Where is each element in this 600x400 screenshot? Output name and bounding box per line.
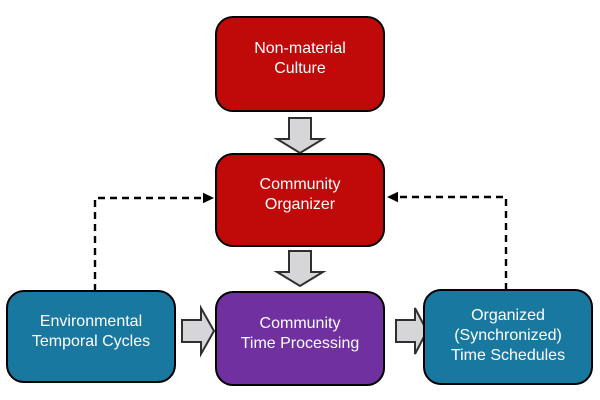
- node-label: Non-material Culture: [254, 40, 346, 77]
- node-label: Organized (Synchronized) Time Schedules: [450, 307, 566, 364]
- right-block-arrow-processing-to-schedules: [395, 307, 429, 355]
- node-environmental-temporal-cycles: Environmental Temporal Cycles: [6, 290, 176, 383]
- down-block-arrow-culture-to-organizer: [273, 117, 327, 155]
- node-label: Community Organizer: [259, 176, 341, 213]
- dashed-arrow-schedules-to-organizer: [387, 191, 508, 290]
- node-community-time-processing: Community Time Processing: [215, 291, 385, 386]
- dashed-arrow-cycles-to-organizer: [93, 192, 214, 291]
- node-community-organizer: Community Organizer: [215, 153, 385, 247]
- node-organized-time-schedules: Organized (Synchronized) Time Schedules: [423, 289, 593, 385]
- down-block-arrow-organizer-to-processing: [273, 250, 327, 288]
- node-label: Community Time Processing: [240, 314, 360, 352]
- node-non-material-culture: Non-material Culture: [215, 16, 385, 112]
- right-block-arrow-cycles-to-processing: [181, 304, 216, 358]
- node-label: Environmental Temporal Cycles: [31, 312, 151, 350]
- arrowhead-left-icon: [387, 191, 398, 203]
- arrowhead-right-icon: [203, 192, 214, 204]
